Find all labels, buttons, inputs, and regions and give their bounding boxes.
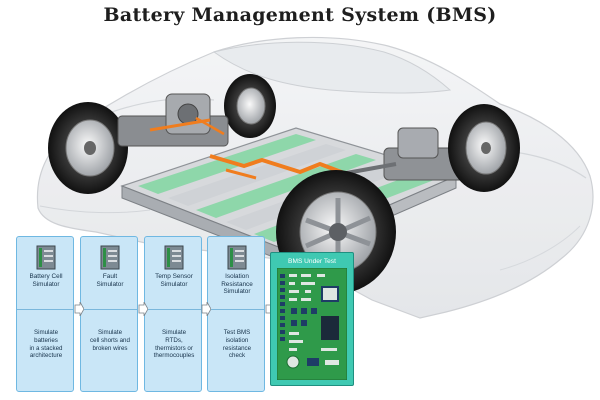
page-title: Battery Management System (BMS) — [103, 4, 497, 26]
flow-arrow-icon — [201, 302, 211, 316]
pcb-board-icon — [277, 268, 347, 380]
simulator-module-icon — [100, 245, 120, 270]
simulator-module-icon — [164, 245, 184, 270]
front-right-wheel — [448, 104, 520, 192]
rear-right-wheel — [224, 74, 276, 138]
simulator-module-icon — [36, 245, 56, 270]
simulator-module-icon — [227, 245, 247, 270]
rear-motor-assembly — [117, 93, 229, 147]
flow-arrow-icon — [138, 302, 148, 316]
flow-arrow-icon — [74, 302, 84, 316]
bms-under-test-label: BMS Under Test — [288, 258, 336, 265]
rear-left-wheel — [48, 102, 128, 194]
bms-under-test-panel: BMS Under Test — [270, 252, 354, 386]
front-motor-assembly — [329, 127, 471, 181]
